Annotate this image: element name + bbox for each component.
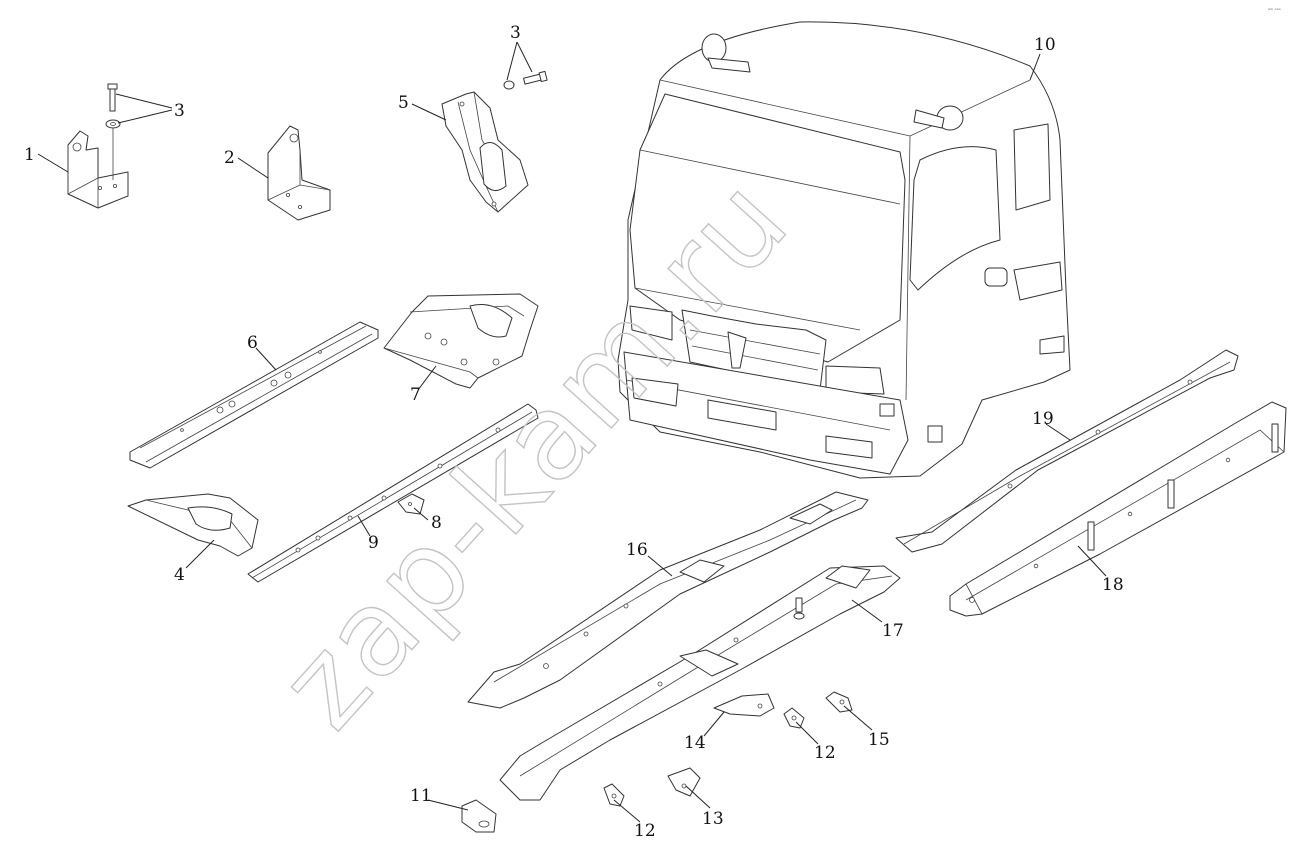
callout-18: 18 xyxy=(1102,575,1124,595)
callout-11: 11 xyxy=(410,786,432,806)
bolt-washer xyxy=(105,83,121,180)
part-4-bracket xyxy=(127,493,259,557)
callout-17: 17 xyxy=(882,621,904,641)
callout-19: 19 xyxy=(1032,409,1054,429)
callout-3a: 3 xyxy=(174,101,185,121)
part-7-crossmember xyxy=(383,293,539,389)
part-5-bracket xyxy=(441,91,529,213)
callout-7: 7 xyxy=(410,385,421,405)
part-14-bracket xyxy=(713,693,775,717)
callout-8: 8 xyxy=(431,513,442,533)
part-1-bracket xyxy=(67,130,129,209)
part-13-bracket xyxy=(667,767,701,797)
callout-13: 13 xyxy=(702,809,724,829)
callout-10: 10 xyxy=(1034,35,1056,55)
part-11-bracket xyxy=(461,799,497,833)
part-8-clip xyxy=(397,493,425,515)
callout-6: 6 xyxy=(247,333,258,353)
part-18-member xyxy=(949,401,1287,617)
leader-lines xyxy=(37,41,1107,823)
part-12-clip-upper xyxy=(783,707,805,729)
callout-1: 1 xyxy=(24,145,35,165)
part-2-bracket xyxy=(267,125,331,221)
callout-12a: 12 xyxy=(634,821,656,841)
part-17-member xyxy=(499,565,901,801)
part-10-cab xyxy=(617,21,1071,479)
callout-15: 15 xyxy=(868,730,890,750)
callout-2: 2 xyxy=(224,148,235,168)
callout-12b: 12 xyxy=(814,743,836,763)
callout-14: 14 xyxy=(684,733,706,753)
part-16-member xyxy=(467,491,869,709)
part-9-rail xyxy=(247,403,539,583)
callout-3b: 3 xyxy=(510,23,521,43)
part-6-rail xyxy=(129,321,379,469)
part-12-clip-lower xyxy=(603,783,625,807)
callouts: 1 2 3 3 4 5 6 7 8 9 10 11 12 12 13 14 15… xyxy=(24,23,1124,841)
callout-4: 4 xyxy=(174,565,185,585)
part-19-member xyxy=(895,349,1239,553)
callout-5: 5 xyxy=(398,93,409,113)
callout-16: 16 xyxy=(626,540,648,560)
bolt-nut-upper xyxy=(503,70,548,90)
corner-mark: ᵃᵐ ᵒᵒᵒ xyxy=(1268,8,1281,14)
callout-9: 9 xyxy=(368,533,379,553)
